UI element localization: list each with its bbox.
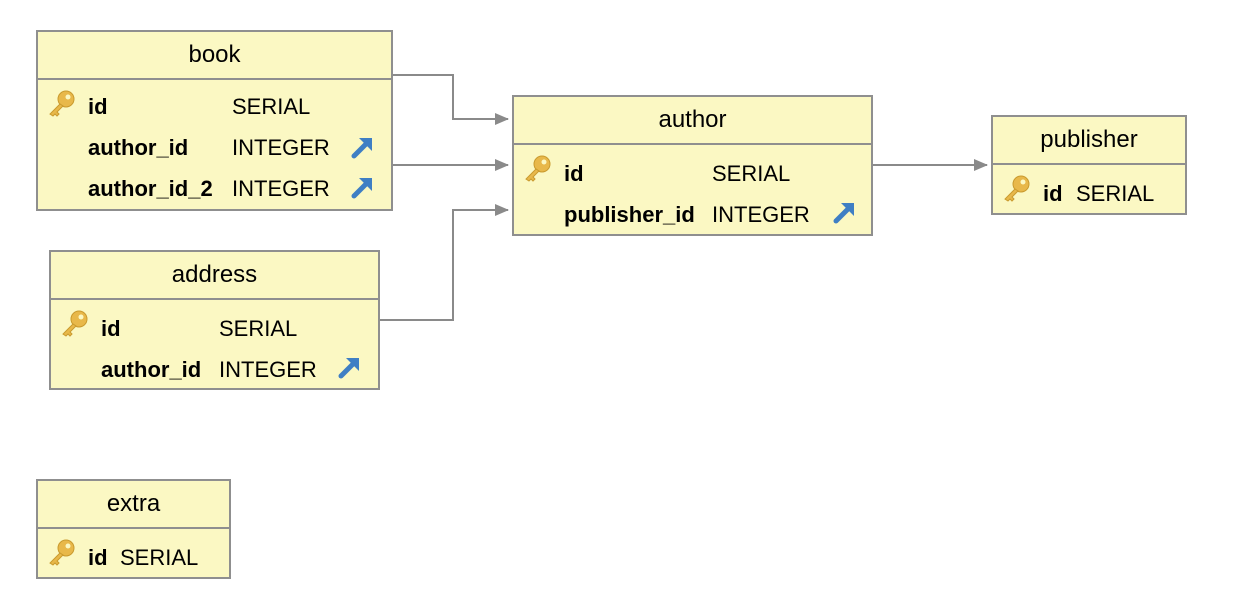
column-type: SERIAL: [1076, 181, 1155, 206]
foreign-key-arrow-icon: [338, 358, 359, 379]
foreign-key-arrow-icon: [351, 138, 372, 159]
table-extra[interactable]: extra id SERIAL: [36, 479, 231, 579]
table-book[interactable]: book id SERIAL author_id INTEGER author_…: [36, 30, 393, 211]
primary-key-icon: [525, 155, 551, 182]
table-title: address: [51, 252, 378, 300]
column-type: INTEGER: [232, 135, 330, 160]
foreign-key-arrow-icon: [833, 203, 854, 224]
primary-key-icon: [49, 90, 75, 117]
table-address[interactable]: address id SERIAL author_id INTEGER: [49, 250, 380, 390]
table-title: book: [38, 32, 391, 80]
column-name: id: [1043, 181, 1063, 206]
relationship-address-author: [380, 204, 509, 321]
column-name: author_id: [88, 135, 189, 160]
column-type: INTEGER: [712, 202, 810, 227]
primary-key-icon: [49, 539, 75, 566]
column-name: author_id: [101, 357, 202, 382]
column-type: INTEGER: [232, 176, 330, 201]
column-name: publisher_id: [564, 202, 695, 227]
primary-key-icon: [1004, 175, 1030, 202]
column-name: id: [101, 316, 121, 341]
primary-key-icon: [62, 310, 88, 337]
table-title: publisher: [993, 117, 1185, 165]
column-type: SERIAL: [120, 545, 199, 570]
table-publisher[interactable]: publisher id SERIAL: [991, 115, 1187, 215]
table-author[interactable]: author id SERIAL publisher_id INTEGER: [512, 95, 873, 236]
relationship-book-author-id: [393, 74, 509, 125]
column-type: SERIAL: [712, 161, 791, 186]
column-type: SERIAL: [219, 316, 298, 341]
column-name: author_id_2: [88, 176, 213, 201]
column-name: id: [88, 94, 108, 119]
table-title: author: [514, 97, 871, 145]
column-name: id: [564, 161, 584, 186]
column-name: id: [88, 545, 108, 570]
column-type: SERIAL: [232, 94, 311, 119]
table-title: extra: [38, 481, 229, 529]
foreign-key-arrow-icon: [351, 178, 372, 199]
column-type: INTEGER: [219, 357, 317, 382]
